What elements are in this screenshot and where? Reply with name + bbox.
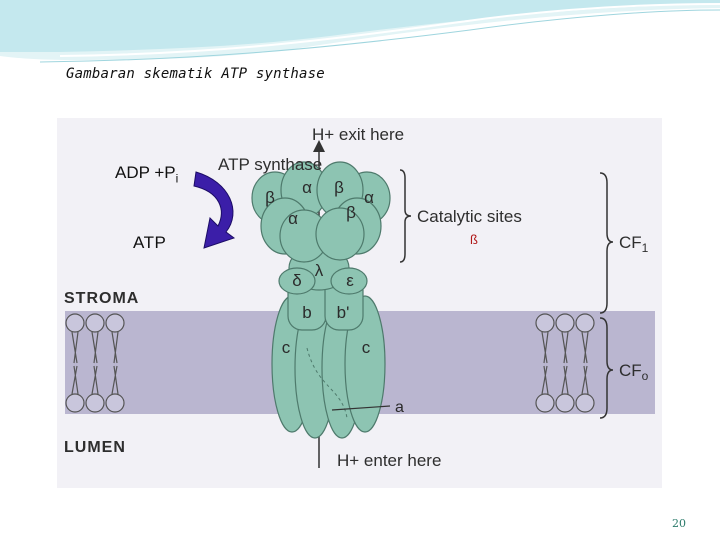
b-label: b (302, 303, 311, 322)
beta-label-2: β (334, 178, 344, 197)
epsilon-label: ε (346, 271, 354, 290)
beta-label-1: β (265, 188, 275, 207)
cf1-label: CF1 (619, 233, 649, 255)
delta-label: δ (292, 271, 301, 290)
lipid-right (535, 313, 595, 413)
subunit-labels: β α β α α β λ δ ε b b' c c (265, 178, 374, 357)
a-pointer-line (331, 405, 391, 411)
slide-title: Gambaran skematik ATP synthase (66, 66, 325, 82)
alpha-label-1: α (302, 178, 312, 197)
a-label: a (395, 399, 404, 416)
c-label-2: c (362, 338, 371, 357)
cf1-bracket (599, 172, 614, 314)
h-enter-label: H+ enter here (337, 451, 441, 470)
cfo-label: CFo (619, 361, 649, 383)
gamma-label: λ (315, 261, 324, 280)
page-number: 20 (672, 517, 686, 530)
h-exit-label: H+ exit here (312, 125, 404, 144)
reaction-arrow (193, 171, 236, 249)
beta-annotation: ß (470, 232, 478, 247)
atp-synthase-label: ATP synthase (218, 155, 322, 174)
atp-synthase-diagram: β α β α α β λ δ ε b b' c c a H+ exit her… (57, 118, 662, 488)
alpha-label-2: α (364, 188, 374, 207)
alpha-label-3: α (288, 209, 298, 228)
catalytic-bracket (399, 169, 412, 263)
cfo-bracket (599, 317, 614, 419)
proton-exit-arrowhead (313, 140, 325, 152)
stroma-label: STROMA (64, 290, 139, 307)
header-swoosh (0, 0, 720, 63)
reactants-label: ADP +Pi (115, 163, 179, 186)
c-label-1: c (282, 338, 291, 357)
c-ring (271, 295, 386, 439)
b-prime-label: b' (337, 303, 350, 322)
lipid-left (65, 313, 125, 413)
catalytic-sites-label: Catalytic sites (417, 207, 522, 226)
cf1-head (251, 161, 391, 263)
product-label: ATP (133, 233, 167, 252)
beta-label-3: β (346, 203, 356, 222)
lumen-label: LUMEN (64, 439, 126, 456)
